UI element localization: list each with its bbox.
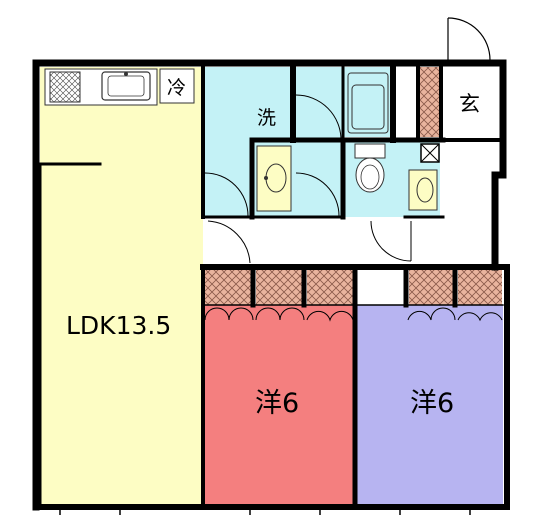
ldk-label: LDK13.5 (66, 311, 171, 340)
western-room-1 (203, 305, 355, 507)
closet-room2-right (458, 270, 502, 305)
door-swings (204, 94, 503, 322)
stove-icon (49, 71, 81, 103)
entrance-door (447, 17, 491, 61)
hallway (203, 217, 503, 267)
closet-room1-left (205, 270, 251, 305)
closets (205, 67, 502, 305)
entrance-label: 玄 (459, 92, 480, 116)
pipe-shaft-icon (420, 143, 440, 163)
closet-room1-right (307, 270, 353, 305)
walls (32, 59, 510, 511)
bathtub-icon (347, 72, 389, 134)
refrigerator-icon (159, 68, 195, 104)
washroom-label: 洗 (257, 107, 276, 129)
shoe-closet (420, 67, 443, 137)
closet-room2-left (409, 270, 453, 305)
kitchen-counter (44, 68, 195, 106)
washbasin-icon (256, 145, 292, 212)
entrance-area (443, 67, 493, 142)
ldk-room (40, 164, 203, 507)
window-marks (59, 509, 471, 515)
western-room-2 (355, 305, 503, 507)
handwash-icon (408, 169, 438, 211)
room2-label: 洋6 (410, 388, 454, 419)
closet-room1-mid (256, 270, 302, 305)
room1-label: 洋6 (255, 388, 299, 419)
toilet-icon (354, 143, 386, 193)
refrigerator-label: 冷 (167, 77, 186, 99)
